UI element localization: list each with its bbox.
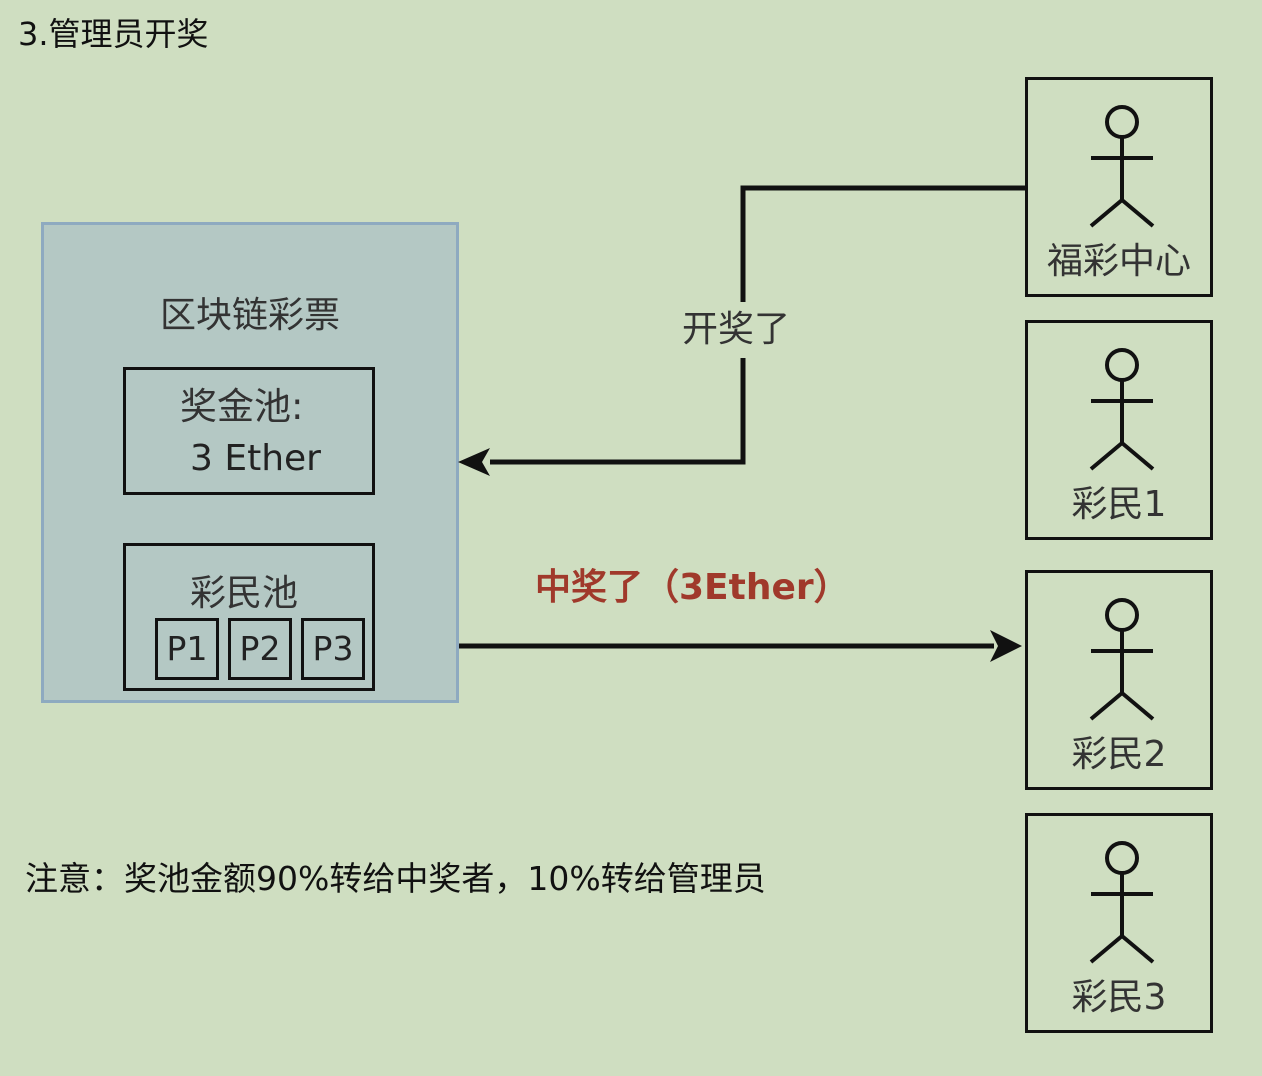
actor-label-player-3: 彩民3: [1071, 977, 1167, 1018]
player-chip-p1: P1: [155, 618, 219, 680]
blockchain-lottery-box: [41, 222, 459, 703]
player-pool-label: 彩民池: [190, 573, 299, 614]
win-arrowhead: [990, 630, 1022, 662]
draw-arrowhead: [458, 448, 490, 476]
blockchain-lottery-label: 区块链彩票: [159, 295, 340, 336]
stick-figure-icon: [1089, 598, 1155, 721]
prize-pool-box: [123, 367, 375, 495]
actor-label-player-1: 彩民1: [1071, 484, 1167, 525]
actor-label-player-2: 彩民2: [1071, 734, 1167, 775]
actor-player-2: 彩民2: [1025, 570, 1213, 790]
actor-label-lottery-center: 福彩中心: [1046, 241, 1191, 282]
note-text: 注意：奖池金额90%转给中奖者，10%转给管理员: [25, 859, 766, 898]
stick-figure-icon: [1089, 348, 1155, 471]
stick-figure-icon: [1089, 105, 1155, 228]
page-title: 3.管理员开奖: [18, 15, 209, 53]
actor-lottery-center: 福彩中心: [1025, 77, 1213, 297]
player-pool-box: [123, 543, 375, 691]
stick-figure-icon: [1089, 841, 1155, 964]
actor-player-1: 彩民1: [1025, 320, 1213, 540]
draw-arrow-label: 开奖了: [680, 302, 793, 358]
player-chip-p3: P3: [301, 618, 365, 680]
player-chip-p2: P2: [228, 618, 292, 680]
actor-player-3: 彩民3: [1025, 813, 1213, 1033]
prize-pool-value: 3 Ether: [190, 438, 321, 479]
prize-pool-label: 奖金池:: [180, 385, 304, 428]
win-arrow-label: 中奖了（3Ether）: [535, 567, 850, 608]
